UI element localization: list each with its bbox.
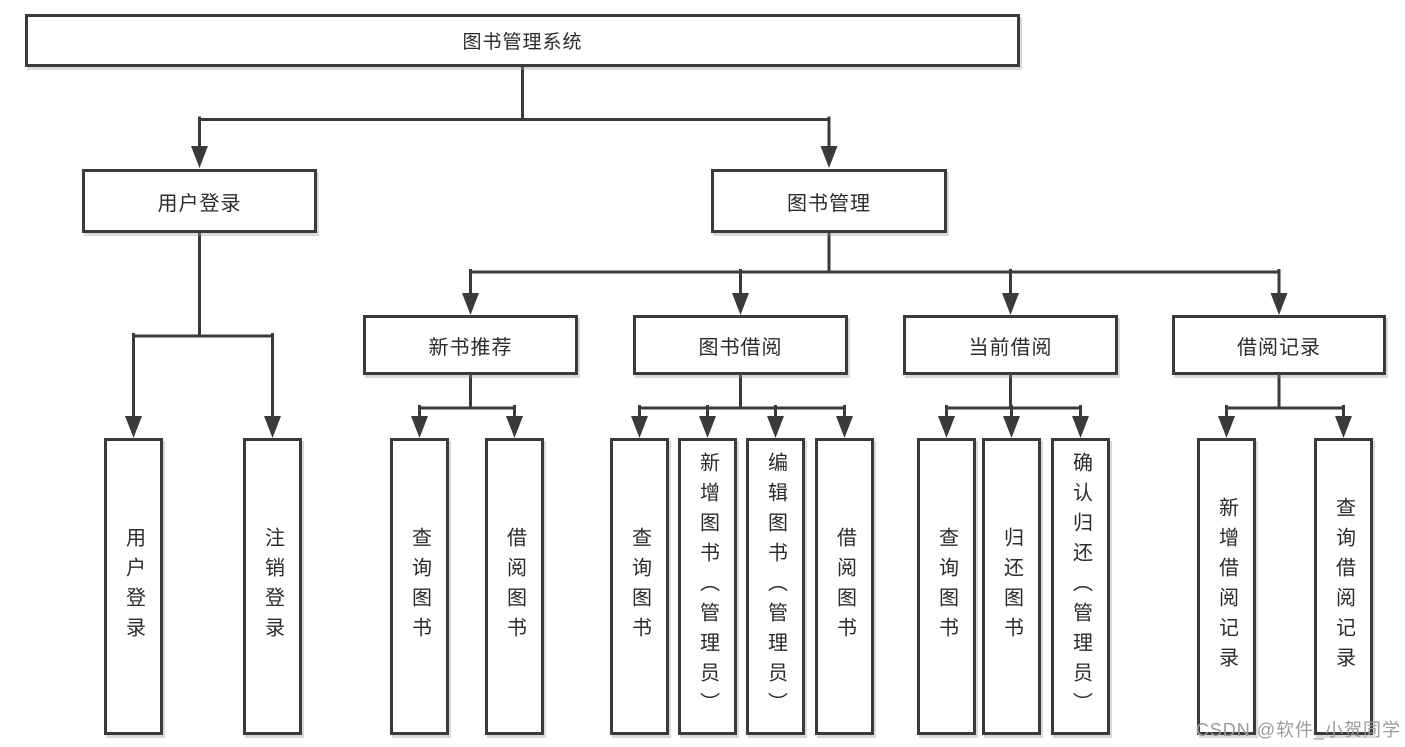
leaf-edit-books-admin: 编辑图书（管理员） — [746, 438, 805, 735]
connector-current-borrow-to-leaves — [938, 373, 1089, 438]
leaf-borrow-books-recommend: 借阅图书 — [485, 438, 544, 735]
node-book-management-label: 图书管理 — [787, 192, 871, 215]
leaf-query-books-recommend: 查询图书 — [390, 438, 449, 735]
leaf-add-borrow-record: 新增借阅记录 — [1197, 438, 1256, 735]
connector-borrow-records-to-leaves — [1218, 373, 1352, 438]
leaf-query-borrow-record: 查询借阅记录 — [1314, 438, 1373, 735]
node-book-management: 图书管理 — [711, 169, 947, 233]
leaf-query-books-current-label: 查询图书 — [935, 526, 958, 647]
leaf-add-books-admin-label: 新增图书（管理员） — [696, 451, 719, 722]
leaf-query-books-borrow-label: 查询图书 — [628, 526, 651, 647]
node-new-book-recommend: 新书推荐 — [363, 315, 578, 375]
leaf-query-books-recommend-label: 查询图书 — [408, 526, 431, 647]
node-user-login-label: 用户登录 — [157, 192, 242, 215]
leaf-add-borrow-record-label: 新增借阅记录 — [1215, 496, 1238, 677]
node-book-borrow-label: 图书借阅 — [698, 336, 783, 359]
leaf-query-borrow-record-label: 查询借阅记录 — [1332, 496, 1355, 677]
connector-new-book-recommend-to-leaves — [411, 373, 523, 438]
leaf-edit-books-admin-label: 编辑图书（管理员） — [764, 451, 787, 722]
node-root-system: 图书管理系统 — [25, 14, 1020, 67]
connector-book-borrow-to-leaves — [631, 373, 853, 438]
leaf-confirm-return-admin-label: 确认归还（管理员） — [1069, 451, 1092, 722]
node-user-login: 用户登录 — [82, 169, 317, 233]
leaf-query-books-current: 查询图书 — [917, 438, 976, 735]
leaf-borrow-books-label: 借阅图书 — [833, 526, 856, 647]
leaf-confirm-return-admin: 确认归还（管理员） — [1051, 438, 1110, 735]
node-current-borrow: 当前借阅 — [903, 315, 1118, 375]
leaf-borrow-books-recommend-label: 借阅图书 — [503, 526, 526, 647]
connector-book-management-to-level2 — [462, 231, 1288, 315]
leaf-logout-login-label: 注销登录 — [261, 526, 284, 647]
leaf-query-books-borrow: 查询图书 — [610, 438, 669, 735]
leaf-return-books: 归还图书 — [982, 438, 1041, 735]
node-new-book-recommend-label: 新书推荐 — [428, 336, 513, 359]
node-borrow-records: 借阅记录 — [1172, 315, 1386, 375]
node-book-borrow: 图书借阅 — [633, 315, 848, 375]
node-current-borrow-label: 当前借阅 — [968, 336, 1053, 359]
leaf-return-books-label: 归还图书 — [1000, 526, 1023, 647]
node-root-system-label: 图书管理系统 — [462, 32, 583, 53]
leaf-borrow-books: 借阅图书 — [815, 438, 874, 735]
csdn-watermark: CSDN @软件_小贺同学 — [1195, 720, 1401, 740]
leaf-add-books-admin: 新增图书（管理员） — [678, 438, 737, 735]
connector-root-to-level1 — [191, 65, 838, 168]
leaf-user-login-label: 用户登录 — [122, 526, 145, 647]
leaf-logout-login: 注销登录 — [243, 438, 302, 735]
leaf-user-login: 用户登录 — [104, 438, 163, 735]
node-borrow-records-label: 借阅记录 — [1237, 336, 1321, 359]
connector-user-login-to-leaves — [125, 231, 281, 438]
